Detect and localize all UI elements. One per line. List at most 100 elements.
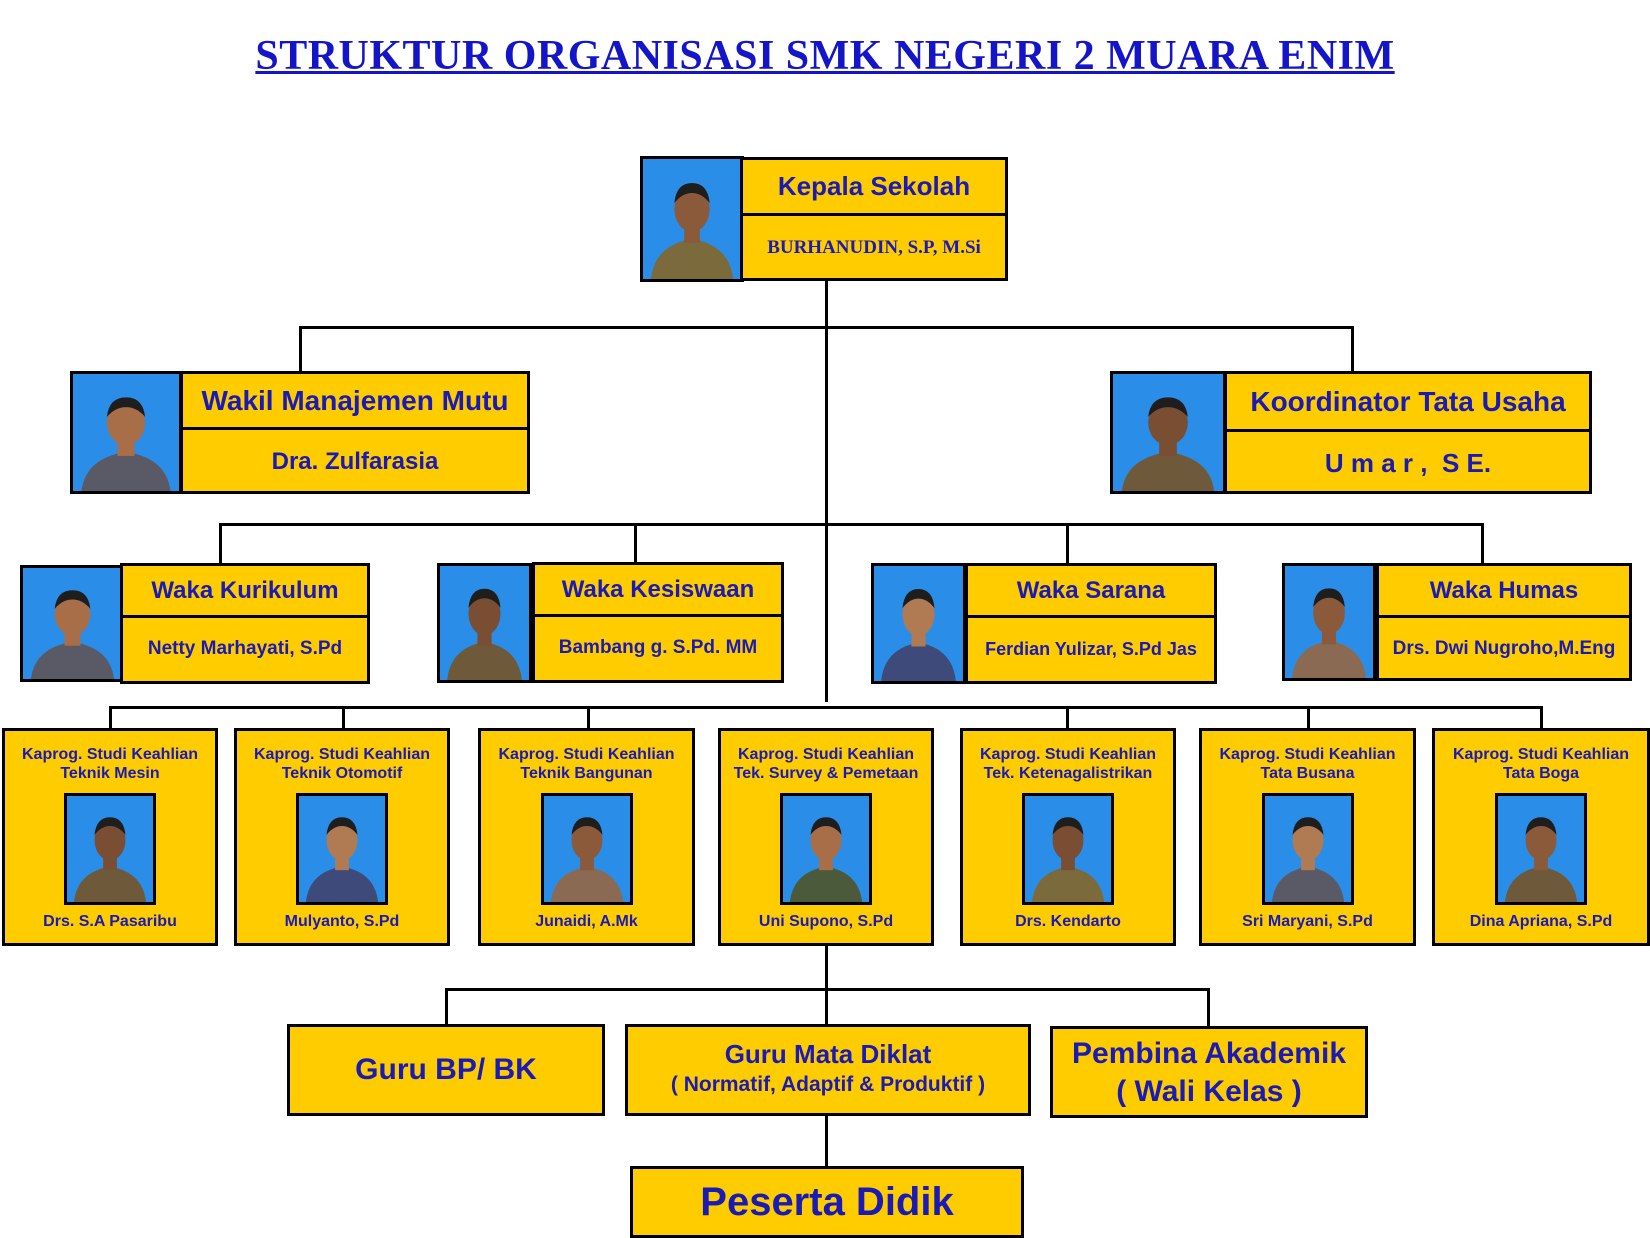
kaprog-photo <box>1261 793 1354 905</box>
guru-mata-line1: Guru Mata Diklat <box>724 1038 932 1069</box>
kaprog-role-line1: Kaprog. Studi Keahlian <box>21 746 198 763</box>
waka-role: Waka Sarana <box>968 566 1214 618</box>
connector-line <box>219 523 222 563</box>
connector-line <box>825 946 828 1026</box>
connector-line <box>445 988 448 1026</box>
connector-line <box>1207 988 1210 1026</box>
connector-line <box>1066 706 1069 728</box>
head-box: Kepala Sekolah BURHANUDIN, S.P, M.Si <box>740 157 1008 281</box>
connector-line <box>1351 326 1354 372</box>
connector-line <box>1540 706 1543 728</box>
pembina-line2: ( Wali Kelas ) <box>1116 1075 1302 1108</box>
person-silhouette-icon <box>650 183 734 279</box>
person-silhouette-icon <box>447 588 522 680</box>
kaprog-photo <box>1495 793 1587 905</box>
kaprog-photo <box>540 793 633 905</box>
kaprog-photo <box>64 793 156 905</box>
kaprog-name: Dina Apriana, S.Pd <box>1469 913 1613 930</box>
guru-bp-box: Guru BP/ BK <box>287 1024 605 1116</box>
guru-mata-box: Guru Mata Diklat ( Normatif, Adaptif & P… <box>625 1024 1031 1116</box>
head-role: Kepala Sekolah <box>743 160 1005 216</box>
guru-bp-label: Guru BP/ BK <box>355 1053 537 1086</box>
waka-role: Waka Kesiswaan <box>535 565 781 617</box>
person-silhouette-icon <box>881 589 956 681</box>
person-silhouette-icon <box>1271 817 1344 902</box>
chart-title: STRUKTUR ORGANISASI SMK NEGERI 2 MUARA E… <box>255 33 1395 79</box>
person-silhouette-icon <box>1031 817 1105 902</box>
person-silhouette-icon <box>789 817 863 902</box>
waka-name: Netty Marhayati, S.Pd <box>147 638 343 659</box>
connector-line <box>109 706 1542 709</box>
connector-line <box>825 280 828 702</box>
person-silhouette-icon <box>30 590 115 679</box>
connector-line <box>634 523 637 563</box>
kaprog-role-line1: Kaprog. Studi Keahlian <box>1219 746 1396 763</box>
person-silhouette-icon <box>73 817 147 902</box>
person-silhouette-icon <box>1504 817 1578 902</box>
waka-name: Drs. Dwi Nugroho,M.Eng <box>1392 638 1616 659</box>
person-silhouette-icon <box>305 817 379 902</box>
kaprog-name: Drs. Kendarto <box>1015 913 1121 930</box>
kaprog-name: Junaidi, A.Mk <box>535 913 638 930</box>
kaprog-photo <box>296 793 388 905</box>
connector-line <box>825 1114 828 1168</box>
person-silhouette-icon <box>1292 588 1366 678</box>
peserta-box: Peserta Didik <box>630 1166 1024 1238</box>
wakil-box: Wakil Manajemen Mutu Dra. Zulfarasia <box>180 371 530 494</box>
waka-name: Bambang g. S.Pd. MM <box>558 637 758 658</box>
kaprog-photo <box>1022 793 1114 905</box>
connector-line <box>1307 706 1310 728</box>
kaprog-role-line2: Teknik Bangunan <box>520 765 653 782</box>
person-silhouette-icon <box>81 397 171 491</box>
kaprog-role-line2: Teknik Mesin <box>60 765 160 782</box>
connector-line <box>445 988 1210 991</box>
guru-mata-line2: ( Normatif, Adaptif & Produktif ) <box>670 1073 986 1096</box>
connector-line <box>299 326 1353 329</box>
waka-photo <box>1282 563 1376 681</box>
koordinator-box: Koordinator Tata Usaha U m a r , S E. <box>1224 371 1592 494</box>
waka-photo <box>871 563 966 684</box>
waka-role: Waka Kurikulum <box>123 566 367 618</box>
person-silhouette-icon <box>1121 397 1215 491</box>
kaprog-role-line2: Tata Boga <box>1502 765 1580 782</box>
kaprog-name: Drs. S.A Pasaribu <box>43 913 177 930</box>
wakil-name: Dra. Zulfarasia <box>271 448 439 475</box>
kaprog-name: Sri Maryani, S.Pd <box>1242 913 1373 930</box>
waka-photo <box>437 563 532 683</box>
connector-line <box>299 326 302 372</box>
koordinator-name: U m a r , S E. <box>1324 447 1492 478</box>
waka-name: Ferdian Yulizar, S.Pd Jas <box>985 638 1197 659</box>
pembina-box: Pembina Akademik ( Wali Kelas ) <box>1050 1026 1368 1118</box>
kaprog-photo <box>780 793 872 905</box>
kaprog-role-line1: Kaprog. Studi Keahlian <box>979 746 1156 763</box>
connector-line <box>109 706 112 728</box>
connector-line <box>219 523 1483 526</box>
wakil-photo <box>70 371 182 494</box>
waka-role: Waka Humas <box>1379 566 1629 618</box>
pembina-line1: Pembina Akademik <box>1072 1037 1346 1070</box>
kaprog-role-line1: Kaprog. Studi Keahlian <box>253 746 430 763</box>
head-name: BURHANUDIN, S.P, M.Si <box>767 237 981 258</box>
connector-line <box>342 706 345 728</box>
waka-photo <box>20 565 125 682</box>
connector-line <box>1481 523 1484 563</box>
connector-line <box>1066 523 1069 563</box>
person-silhouette-icon <box>550 817 623 902</box>
koordinator-role: Koordinator Tata Usaha <box>1227 374 1589 432</box>
kaprog-name: Mulyanto, S.Pd <box>284 913 400 930</box>
kaprog-role-line2: Tek. Ketenagalistrikan <box>983 765 1153 782</box>
head-photo <box>640 156 744 282</box>
kaprog-role-line1: Kaprog. Studi Keahlian <box>737 746 914 763</box>
kaprog-role-line2: Tata Busana <box>1260 765 1355 782</box>
koordinator-photo <box>1110 371 1226 494</box>
